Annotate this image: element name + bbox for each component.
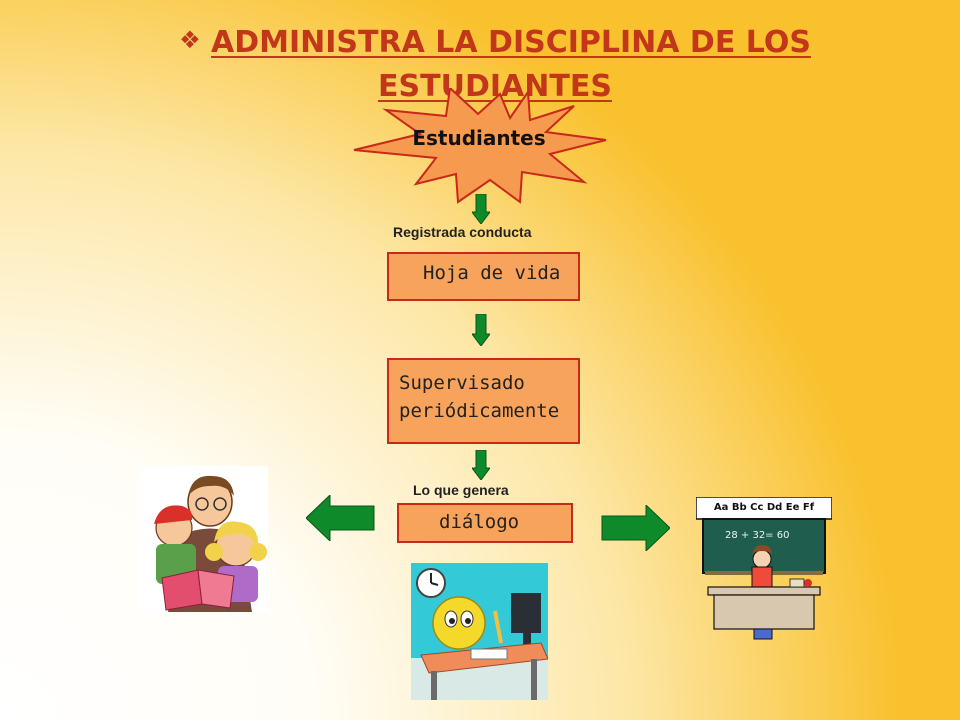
down-arrow-3: [472, 450, 490, 480]
title-text: ADMINISTRA LA DISCIPLINA DE LOS ESTUDIAN…: [211, 25, 811, 104]
star-shape: [353, 88, 607, 204]
edge-label-lo-que-genera: Lo que genera: [413, 482, 509, 498]
node-hoja-de-vida: Hoja de vida: [387, 252, 580, 301]
left-arrow: [306, 495, 375, 541]
node-hoja-de-vida-label: Hoja de vida: [423, 262, 561, 284]
page-title: ❖ ADMINISTRA LA DISCIPLINA DE LOS ESTUDI…: [115, 18, 875, 109]
family-reading-illustration: [140, 466, 268, 612]
node-supervisado-line2: periódicamente: [399, 400, 560, 422]
right-arrow: [601, 505, 670, 551]
node-dialogo: diálogo: [397, 503, 573, 543]
student-smiley-illustration: [411, 563, 548, 700]
node-supervisado: Supervisado periódicamente: [387, 358, 580, 444]
start-node-label: Estudiantes: [412, 126, 546, 150]
blackboard-equation-text: 28 + 32= 60: [725, 530, 790, 541]
node-supervisado-line1: Supervisado: [399, 372, 525, 394]
blackboard-header-text: Aa Bb Cc Dd Ee Ff: [713, 502, 815, 513]
node-dialogo-label: diálogo: [439, 511, 520, 533]
down-arrow-1: [472, 194, 490, 224]
edge-label-registrada: Registrada conducta: [393, 224, 532, 240]
diamond-bullet-icon: ❖: [179, 26, 201, 54]
teacher-blackboard-illustration: [696, 497, 832, 640]
down-arrow-2: [472, 314, 490, 346]
